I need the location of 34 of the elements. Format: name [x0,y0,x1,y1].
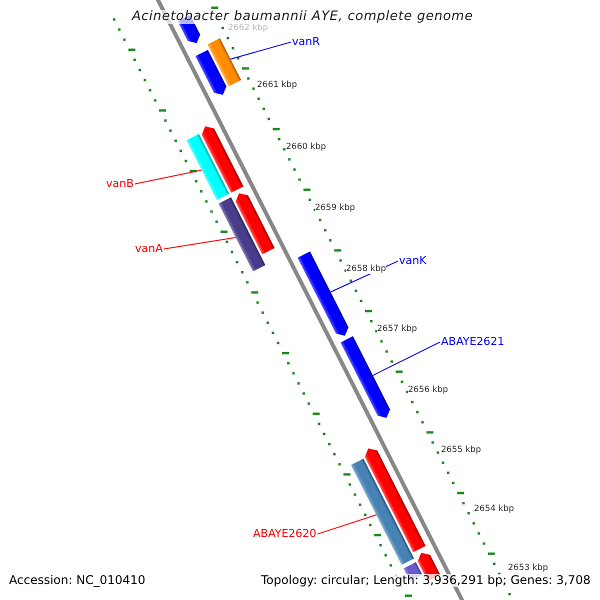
gene-feature [351,458,414,565]
gene-feature [186,134,230,200]
gene-label: vanA [135,243,163,256]
tick-label: 2654 kbp [474,505,514,514]
map-title: Acinetobacter baumannii AYE, complete genome [132,10,474,24]
gene-feature [202,126,244,193]
gene-label: vanB [106,178,134,190]
gene-feature [298,251,348,336]
tick-label: 2661 kbp [257,81,298,90]
leader-line [372,342,440,376]
genome-info-text: Topology: circular; Length: 3,936,291 bp; Genes: 3,708 [261,574,591,588]
gene-label: vanK [399,255,426,268]
gene-label: vanR [292,36,320,48]
leader-line [163,237,236,250]
leader-line [134,170,202,185]
gene-feature [218,197,266,272]
tick-label: 2655 kbp [441,446,482,456]
gene-label: ABAYE2621 [441,336,504,348]
tick-label: 2656 kbp [408,386,448,396]
gene-feature [340,336,390,418]
tick-label: 2662 kbp [228,24,268,34]
leader-line [230,42,292,60]
gene-label: ABAYE2620 [253,528,316,540]
gene-feature [195,50,226,95]
tick-label: 2658 kbp [346,265,386,274]
tick-label: 2653 kbp [508,564,548,574]
leader-line [316,514,377,535]
gene-feature [207,38,242,86]
tick-label: 2659 kbp [315,204,356,214]
gene-feature [236,193,275,254]
accession-text: Accession: NC_010410 [9,574,146,588]
tick-label: 2657 kbp [377,325,418,334]
gene-feature [364,448,426,552]
tick-label: 2660 kbp [286,143,326,152]
